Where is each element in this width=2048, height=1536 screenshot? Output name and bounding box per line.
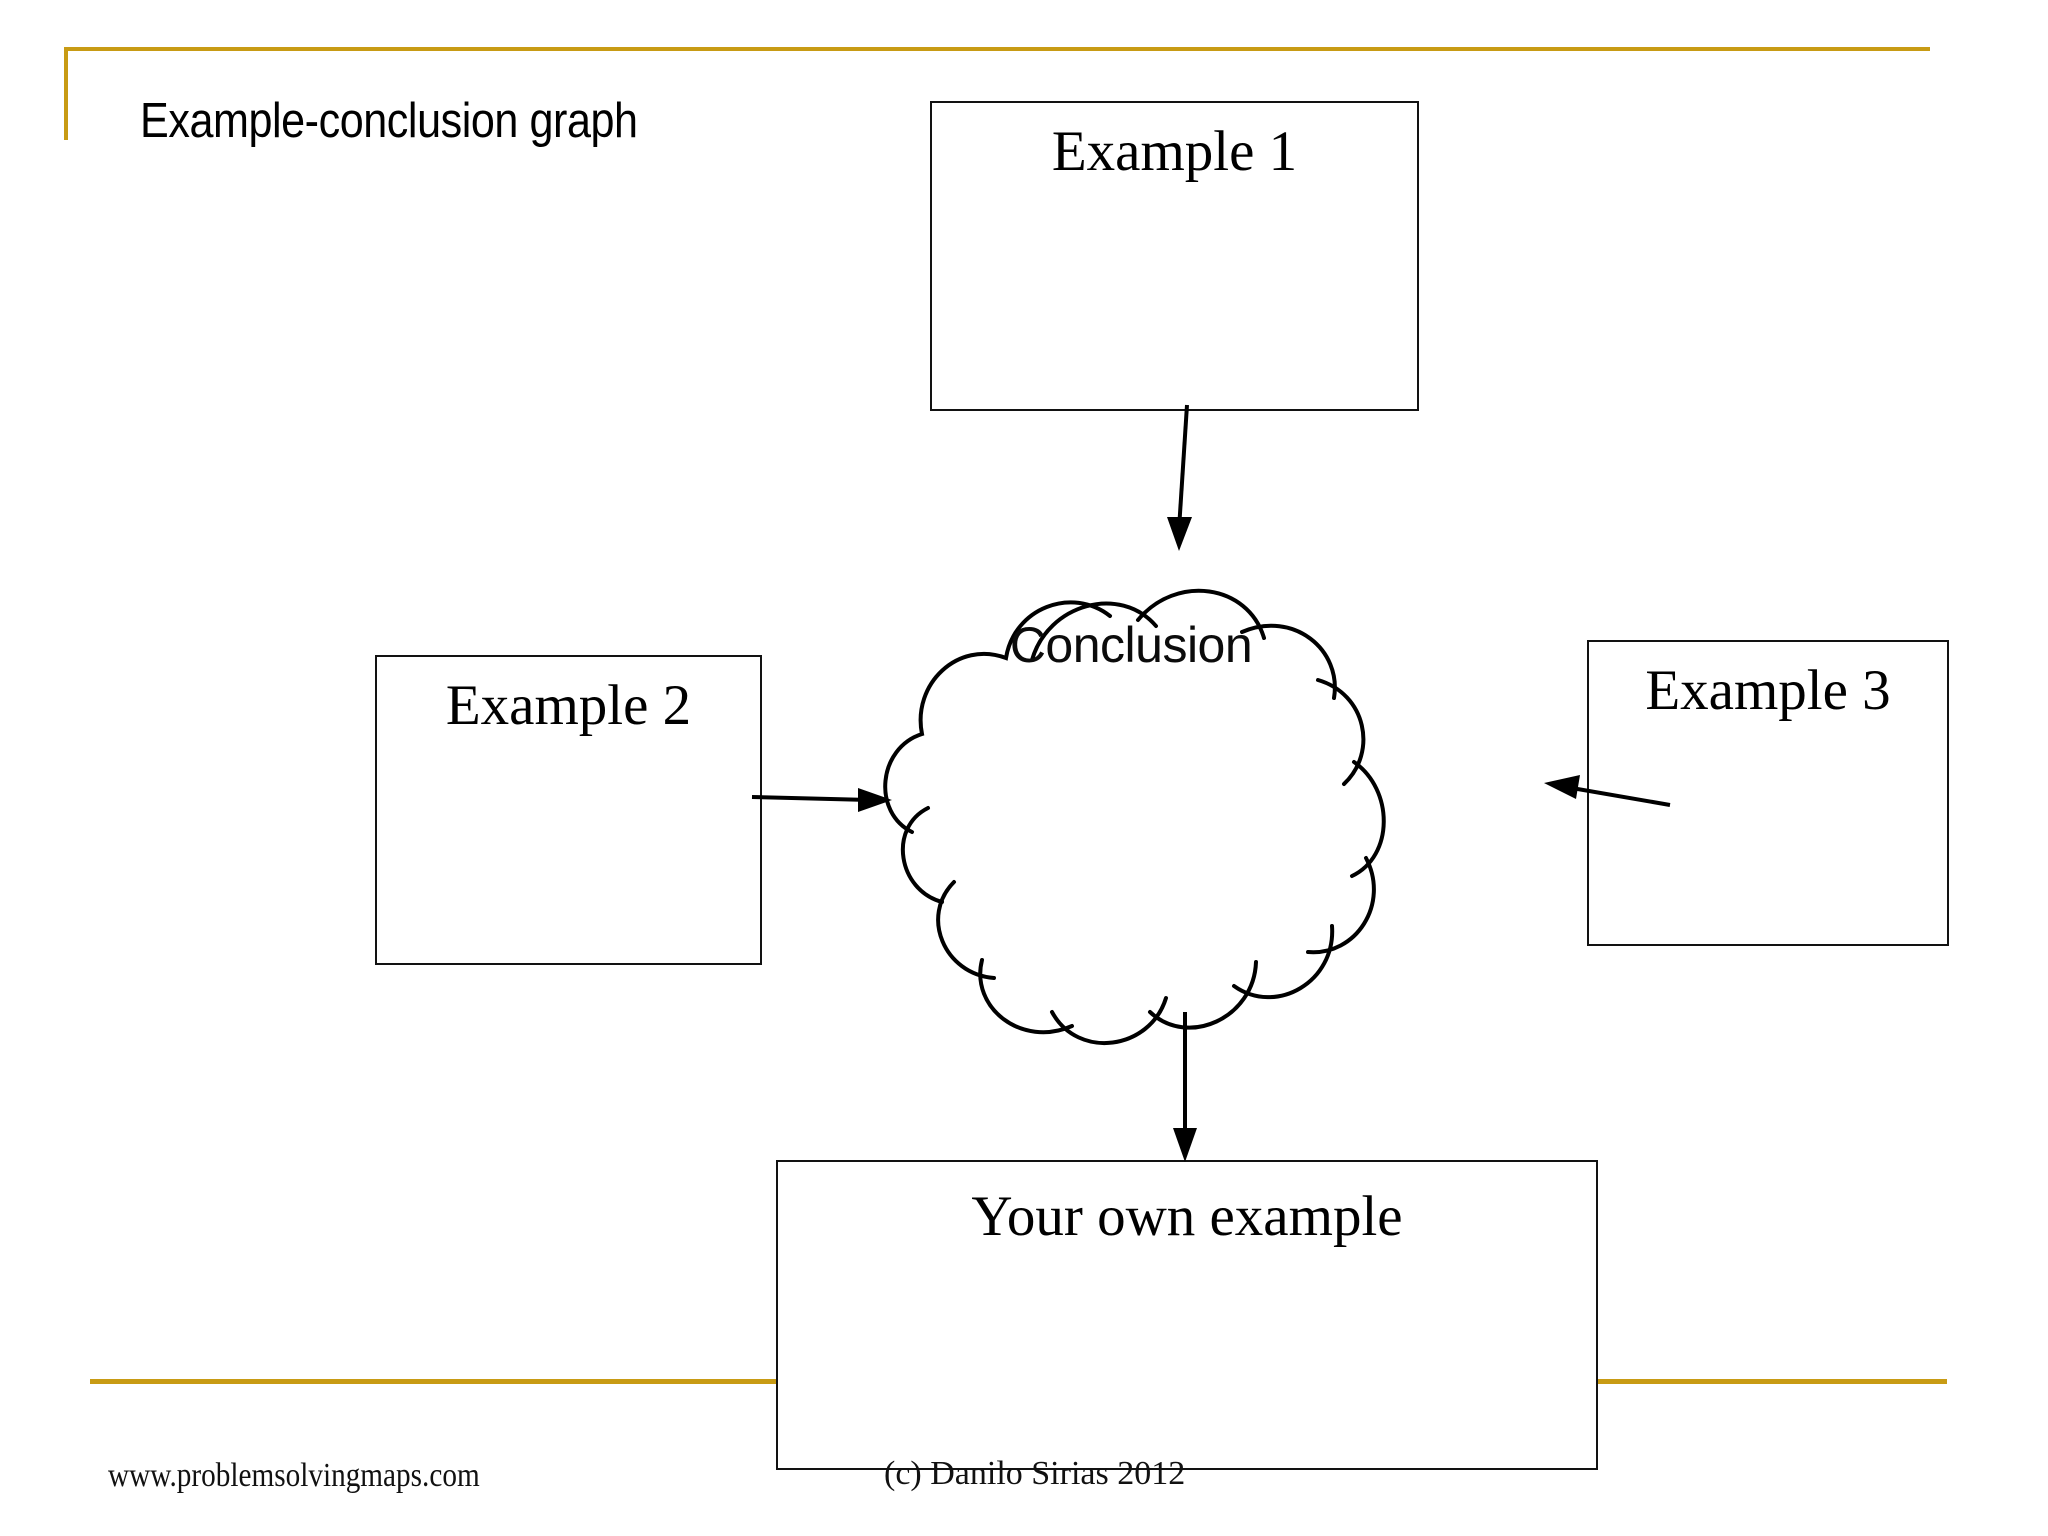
header-gold-rule-horizontal (64, 47, 1930, 51)
arrow-conclusion-to-your-own-example (1155, 1012, 1215, 1167)
header-gold-rule-vertical (64, 47, 68, 140)
arrow-down-icon (1167, 404, 1192, 551)
arrow-example1-to-conclusion (1150, 404, 1230, 555)
page-title: Example-conclusion graph (140, 94, 638, 148)
node-example-2[interactable]: Example 2 (375, 655, 762, 965)
arrow-down-icon (1173, 1012, 1197, 1162)
arrow-right-icon (751, 788, 892, 812)
arrow-left-icon (1544, 775, 1671, 807)
footer-copyright: (c) Danilo Sirias 2012 (884, 1455, 1186, 1492)
node-conclusion-label: Conclusion (1009, 617, 1253, 673)
node-example-1[interactable]: Example 1 (930, 101, 1419, 411)
node-example-1-label: Example 1 (1051, 120, 1298, 183)
cloud-shape-icon (883, 588, 1386, 1046)
node-example-2-label: Example 2 (445, 674, 692, 737)
node-example-3[interactable]: Example 3 (1587, 640, 1949, 946)
node-example-3-label: Example 3 (1645, 659, 1891, 722)
arrow-example3-to-conclusion (1540, 765, 1671, 815)
arrow-example2-to-conclusion (751, 775, 902, 825)
footer-website-url[interactable]: www.problemsolvingmaps.com (108, 1457, 480, 1494)
node-your-own-example-label: Your own example (971, 1185, 1403, 1248)
node-conclusion-cloud[interactable]: Conclusion (866, 512, 1396, 1067)
node-your-own-example[interactable]: Your own example (776, 1160, 1598, 1470)
